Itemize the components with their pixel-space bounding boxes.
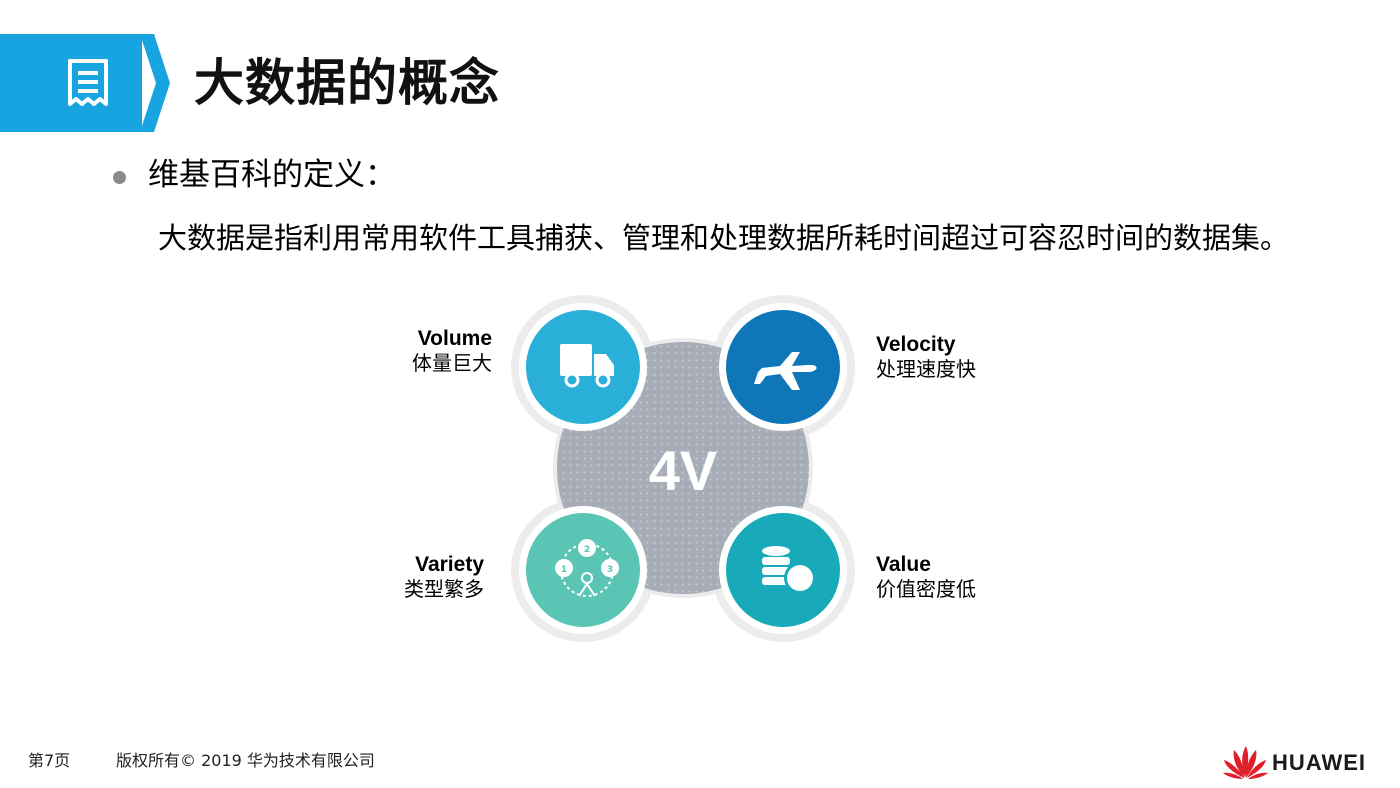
bullet-dot: [113, 171, 126, 184]
brand-name: HUAWEI: [1272, 750, 1366, 775]
truck-icon: [560, 344, 614, 388]
huawei-flower-icon: [1223, 746, 1268, 779]
velocity-title: Velocity: [876, 333, 956, 356]
database-coin-icon: [762, 546, 816, 594]
node-number-1: 1: [561, 565, 567, 575]
page-title: 大数据的概念: [194, 54, 500, 112]
velocity-label: Velocity 处理速度快: [876, 333, 1016, 381]
huawei-logo: HUAWEI: [1222, 744, 1372, 780]
node-number-3: 3: [607, 565, 613, 575]
value-subtitle: 价值密度低: [876, 577, 976, 601]
value-label: Value 价值密度低: [876, 553, 1016, 601]
volume-title: Volume: [417, 327, 492, 350]
value-title: Value: [876, 553, 931, 576]
network-nodes-icon: [555, 539, 619, 597]
definition-text: 大数据是指利用常用软件工具捕获、管理和处理数据所耗时间超过可容忍时间的数据集。: [158, 221, 1290, 255]
banner-chevron: [140, 34, 170, 132]
variety-title: Variety: [415, 553, 484, 576]
variety-circle: [526, 513, 640, 627]
volume-subtitle: 体量巨大: [412, 351, 492, 375]
variety-label: Variety 类型繁多: [372, 553, 484, 601]
document-list-icon: [68, 59, 108, 106]
airplane-icon: [754, 352, 817, 390]
variety-subtitle: 类型繁多: [404, 577, 484, 601]
center-label: 4V: [649, 439, 718, 502]
node-number-2: 2: [584, 545, 590, 555]
copyright-text: 版权所有© 2019 华为技术有限公司: [116, 751, 375, 770]
bullet-heading: 维基百科的定义：: [148, 157, 396, 193]
page-number: 第7页: [28, 751, 71, 770]
velocity-subtitle: 处理速度快: [876, 357, 976, 381]
volume-label: Volume 体量巨大: [380, 327, 492, 375]
